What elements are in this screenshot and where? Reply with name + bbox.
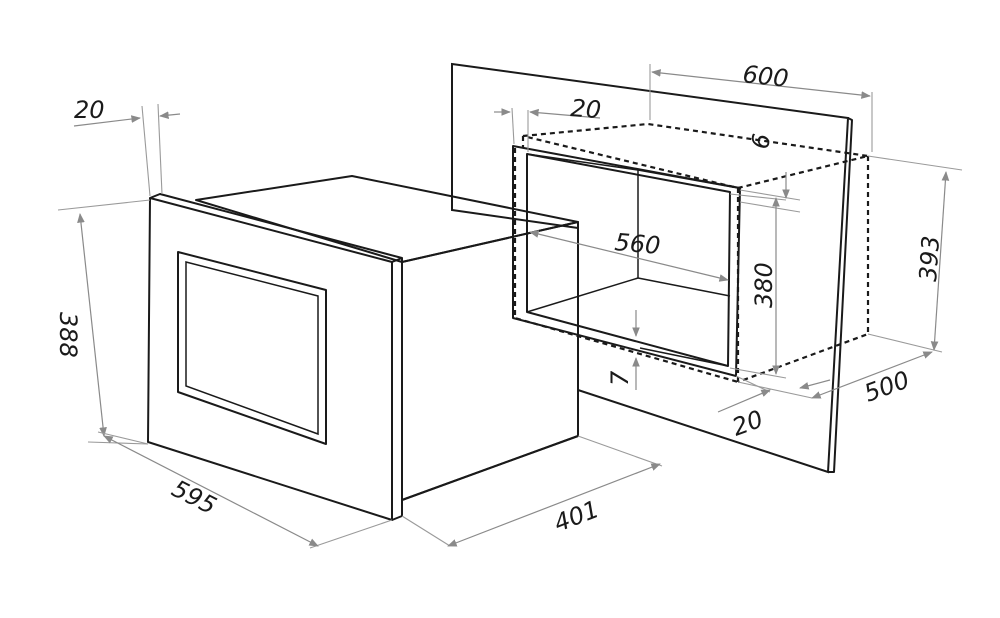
label-niche-gap: 6 xyxy=(746,132,776,151)
oven-window xyxy=(177,251,327,445)
label-frame-width: 20 xyxy=(74,96,105,124)
dim-niche-depth xyxy=(737,351,933,399)
dim-niche-gap xyxy=(739,172,801,213)
dim-niche-bottom-offset xyxy=(717,375,831,413)
dim-frame-width xyxy=(73,103,181,197)
label-niche-width: 600 xyxy=(741,60,789,93)
label-niche-inner-height: 380 xyxy=(750,262,778,308)
label-width: 595 xyxy=(167,474,221,520)
dim-niche-height xyxy=(867,155,963,353)
niche-outline xyxy=(513,122,870,384)
label-height: 388 xyxy=(54,312,82,358)
dim-niche-frame xyxy=(494,107,601,152)
dim-niche-width xyxy=(649,64,873,152)
dim-depth xyxy=(401,435,663,547)
label-depth: 401 xyxy=(550,495,603,538)
oven-window-inner xyxy=(185,261,319,436)
dim-width xyxy=(97,431,393,549)
label-niche-height: 393 xyxy=(914,235,945,283)
dim-niche-inner-height xyxy=(729,193,787,379)
label-bottom-gap: 7 xyxy=(606,370,634,386)
label-niche-frame: 20 xyxy=(570,94,602,124)
label-niche-depth: 500 xyxy=(860,366,913,408)
dim-niche-inner-width xyxy=(529,230,729,282)
label-niche-inner-width: 560 xyxy=(613,228,661,260)
